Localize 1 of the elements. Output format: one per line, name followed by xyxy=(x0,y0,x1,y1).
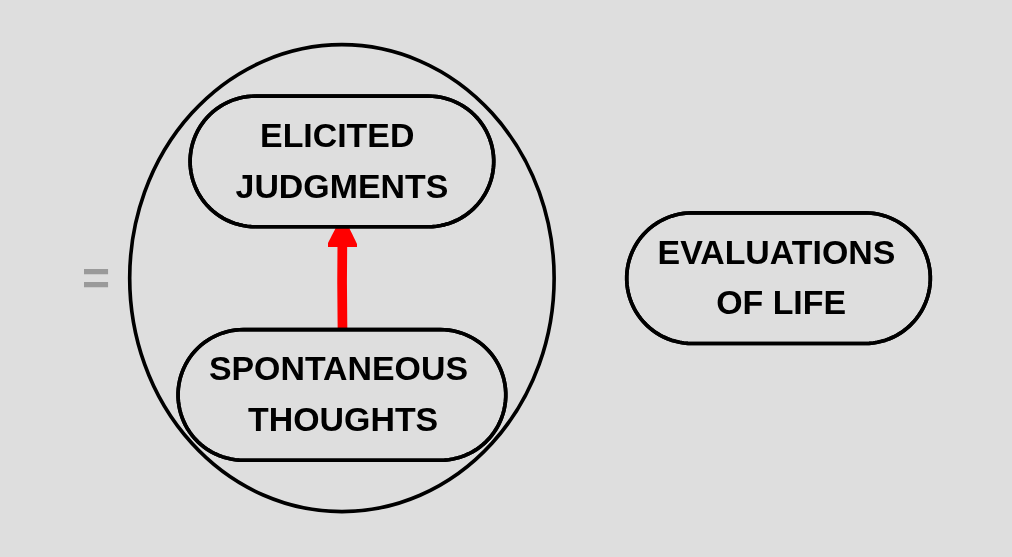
equals-sign: = xyxy=(82,251,110,306)
